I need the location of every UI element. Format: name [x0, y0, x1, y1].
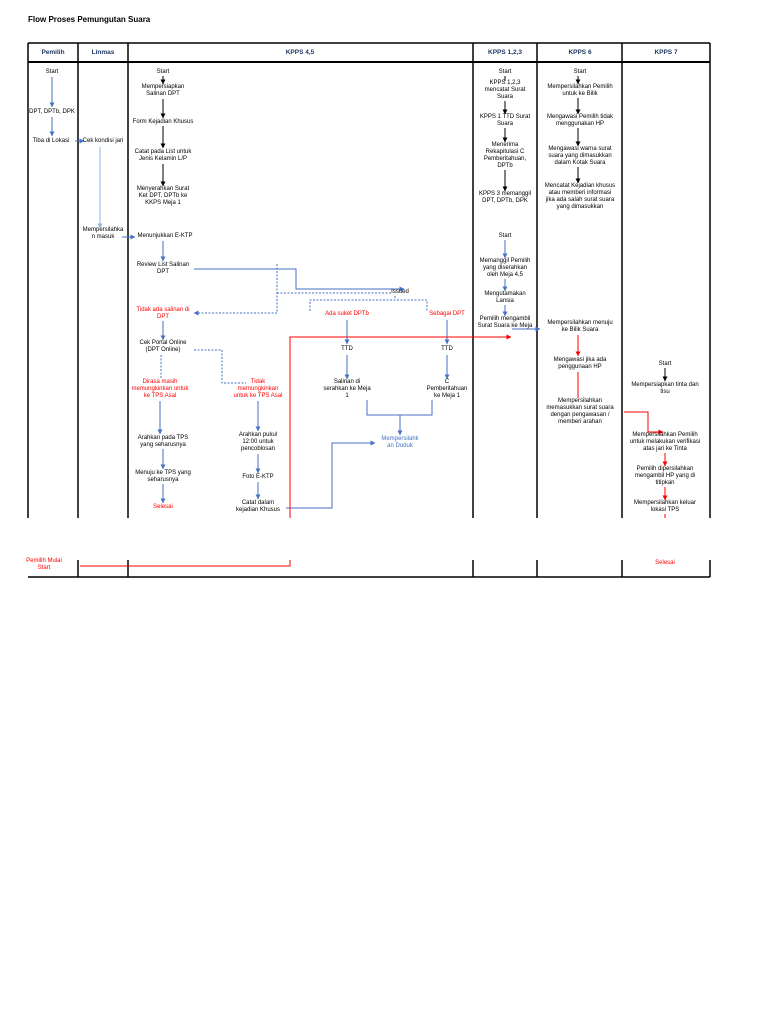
node-menerima-rekapitulasi: Menerima Rekapitulasi C Pemberitahuan, D…	[483, 142, 527, 169]
kpps6-flow	[575, 76, 664, 435]
swimlane-grid	[27, 42, 711, 578]
node-kpps45-selesai: Selesai	[153, 504, 173, 510]
node-menuju-bilik-suara: Mempersilahkan menuju ke Bilik Suara	[547, 320, 613, 333]
node-mempersilahkan-duduk: Mempersilahk an Duduk	[381, 436, 419, 449]
node-menuju-tps: Menuju ke TPS yang seharusnya	[135, 470, 191, 483]
node-ada-suket-dptb: Ada suket DPTb	[325, 311, 369, 317]
lane-header-kpps6: KPPS 6	[568, 49, 592, 56]
node-kpps3-memanggil: KPPS 3 memanggil DPT, DPTb, DPK	[478, 191, 532, 204]
node-catat-list-jenis-kelamin: Catat pada List untuk Jenis Kelamin L/P	[134, 149, 192, 162]
lane-header-kpps123: KPPS 1,2,3	[488, 49, 522, 56]
node-tidak-memungkinkan: Tidak memungkinkan untuk ke TPS Asal	[233, 379, 283, 399]
node-cek-portal-online: Cek Portal Online (DPT Online)	[139, 340, 187, 353]
node-mencatat-surat-suara: KPPS 1,2,3 mencatat Surat Suara	[484, 80, 526, 100]
node-memanggil-pemilih: Memanggil Pemilih yang diserahkan oleh M…	[479, 258, 531, 278]
node-menyerahkan-surat-ket: Menyerahkan Surat Ket DPT, DPTb ke KKPS …	[136, 186, 190, 206]
flow-dashed-connector	[309, 299, 428, 311]
node-ttd-suket: TTD	[341, 346, 353, 352]
lane-header-kpps7: KPPS 7	[654, 49, 678, 56]
node-catat-kejadian-khusus: Catat dalam kejadian Khusus	[235, 500, 281, 513]
flow-arrow	[366, 400, 403, 436]
node-arahkan-tps: Arahkan pada TPS yang seharusnya	[137, 435, 189, 448]
flow-dashed-connector	[194, 349, 246, 384]
node-keluar-lokasi-tps: Mempersilahkan keluar lokasi TPS	[633, 500, 697, 513]
node-form-kejadian-khusus: Form Kejadian Khusus	[132, 119, 194, 125]
pemilih-flow	[49, 77, 85, 144]
flow-arrow	[624, 411, 664, 435]
node-mengawasi-tidak-hp: Mengawasi Pemilih tidak menggunakan HP	[546, 114, 614, 127]
node-mengawasi-penggunaan-hp: Mengawasi jika ada penggunaan HP	[553, 357, 607, 370]
node-arahkan-pukul: Arahkan pukul 12:00 untuk pencoblosan	[238, 432, 278, 452]
node-mencatat-kejadian-khusus: Mencatat Kejadian khusus atau memberi in…	[544, 183, 616, 210]
node-ttd-surat-suara: KPPS 1 TTD Surat Suara	[479, 114, 531, 127]
kpps45-flow	[157, 76, 450, 509]
node-pemilih-start: Start	[45, 69, 59, 75]
node-kpps123-start: Start	[498, 69, 512, 75]
node-tidak-ada-salinan: Tidak ada salinan di DPT	[136, 307, 190, 320]
node-mengutamakan-lansia: Mengutamakan Lansia	[484, 291, 526, 304]
flow-arrow	[194, 268, 405, 292]
flow-dashed-connector	[193, 264, 278, 316]
node-mempersilahkan-ke-bilik: Mempersilahkan Pemilih untuk ke Bilik	[547, 84, 613, 97]
node-kpps123-start-2: Start	[498, 233, 512, 239]
node-kpps7-start: Start	[658, 361, 672, 367]
node-tiba-di-lokasi: Tiba di Lokasi	[32, 138, 70, 144]
node-verifikasi-jari-tinta: Mempersilahkan Pemilih untuk melakukan v…	[629, 432, 701, 452]
node-pemilih-mulai-start: Pemilih Mulai Start	[26, 558, 62, 571]
node-mempersiapkan-salinan-dpt: Mempersiapkan Salinan DPT	[141, 84, 185, 97]
linmas-flow	[97, 147, 136, 240]
node-kpps7-selesai: Selesai	[655, 560, 675, 566]
lane-header-kpps45: KPPS 4,5	[285, 49, 315, 56]
node-salinan-ke-meja-1: Salinan di serahkan ke Meja 1	[323, 379, 371, 399]
node-kpps6-start: Start	[573, 69, 587, 75]
flow-arrow	[286, 440, 376, 509]
node-masih-memungkinkan: Dirasa masih memungkinkan untuk ke TPS A…	[131, 379, 189, 399]
node-kpps45-start: Start	[156, 69, 170, 75]
node-mengambil-hp: Pemilih dipersilahkan mengambil HP yang …	[634, 466, 696, 486]
node-pemilih-mengambil-surat: Pemilih mengambil Surat Suara ke Meja	[477, 316, 533, 329]
node-mengawasi-warna-surat: Mengawasi warna surat suara yang dimasuk…	[548, 146, 612, 166]
node-menunjukkan-ektp: Menunjukkan E-KTP	[137, 233, 193, 239]
node-ttd-dpt: TTD	[441, 346, 453, 352]
node-memasukkan-surat-suara: Mempersilahkan memasukkan surat suara de…	[546, 398, 614, 425]
lane-header-pemilih: Pemilih	[41, 49, 65, 56]
node-cek-kondisi-jari: Cek kondisi jari	[82, 138, 124, 144]
node-dpt-dptb-dpk: DPT, DPTb, DPK	[29, 109, 75, 115]
lane-header-linmas: Linmas	[91, 49, 115, 56]
node-review-list-salinan: Review List Salinan DPT	[136, 262, 190, 275]
node-issued: Issued	[391, 289, 409, 295]
node-c-pemberitahuan: C Pemberitahuan ke Meja 1	[426, 379, 468, 399]
voter-path	[80, 334, 512, 567]
flow-connector	[400, 400, 433, 416]
node-sebagai-dpt: Sebagai DPT	[429, 311, 465, 317]
kpps123-flow	[502, 76, 541, 332]
voter-path-line	[80, 560, 291, 567]
node-foto-ektp: Foto E-KTP	[242, 474, 274, 480]
page-title: Flow Proses Pemungutan Suara	[28, 15, 151, 24]
voter-path-arrow	[289, 334, 512, 518]
node-mempersiapkan-tinta: Mempersiapkan tinta dan tisu	[631, 382, 699, 395]
node-mempersilahkan-masuk: Mempersilahka n masuk	[82, 227, 124, 240]
